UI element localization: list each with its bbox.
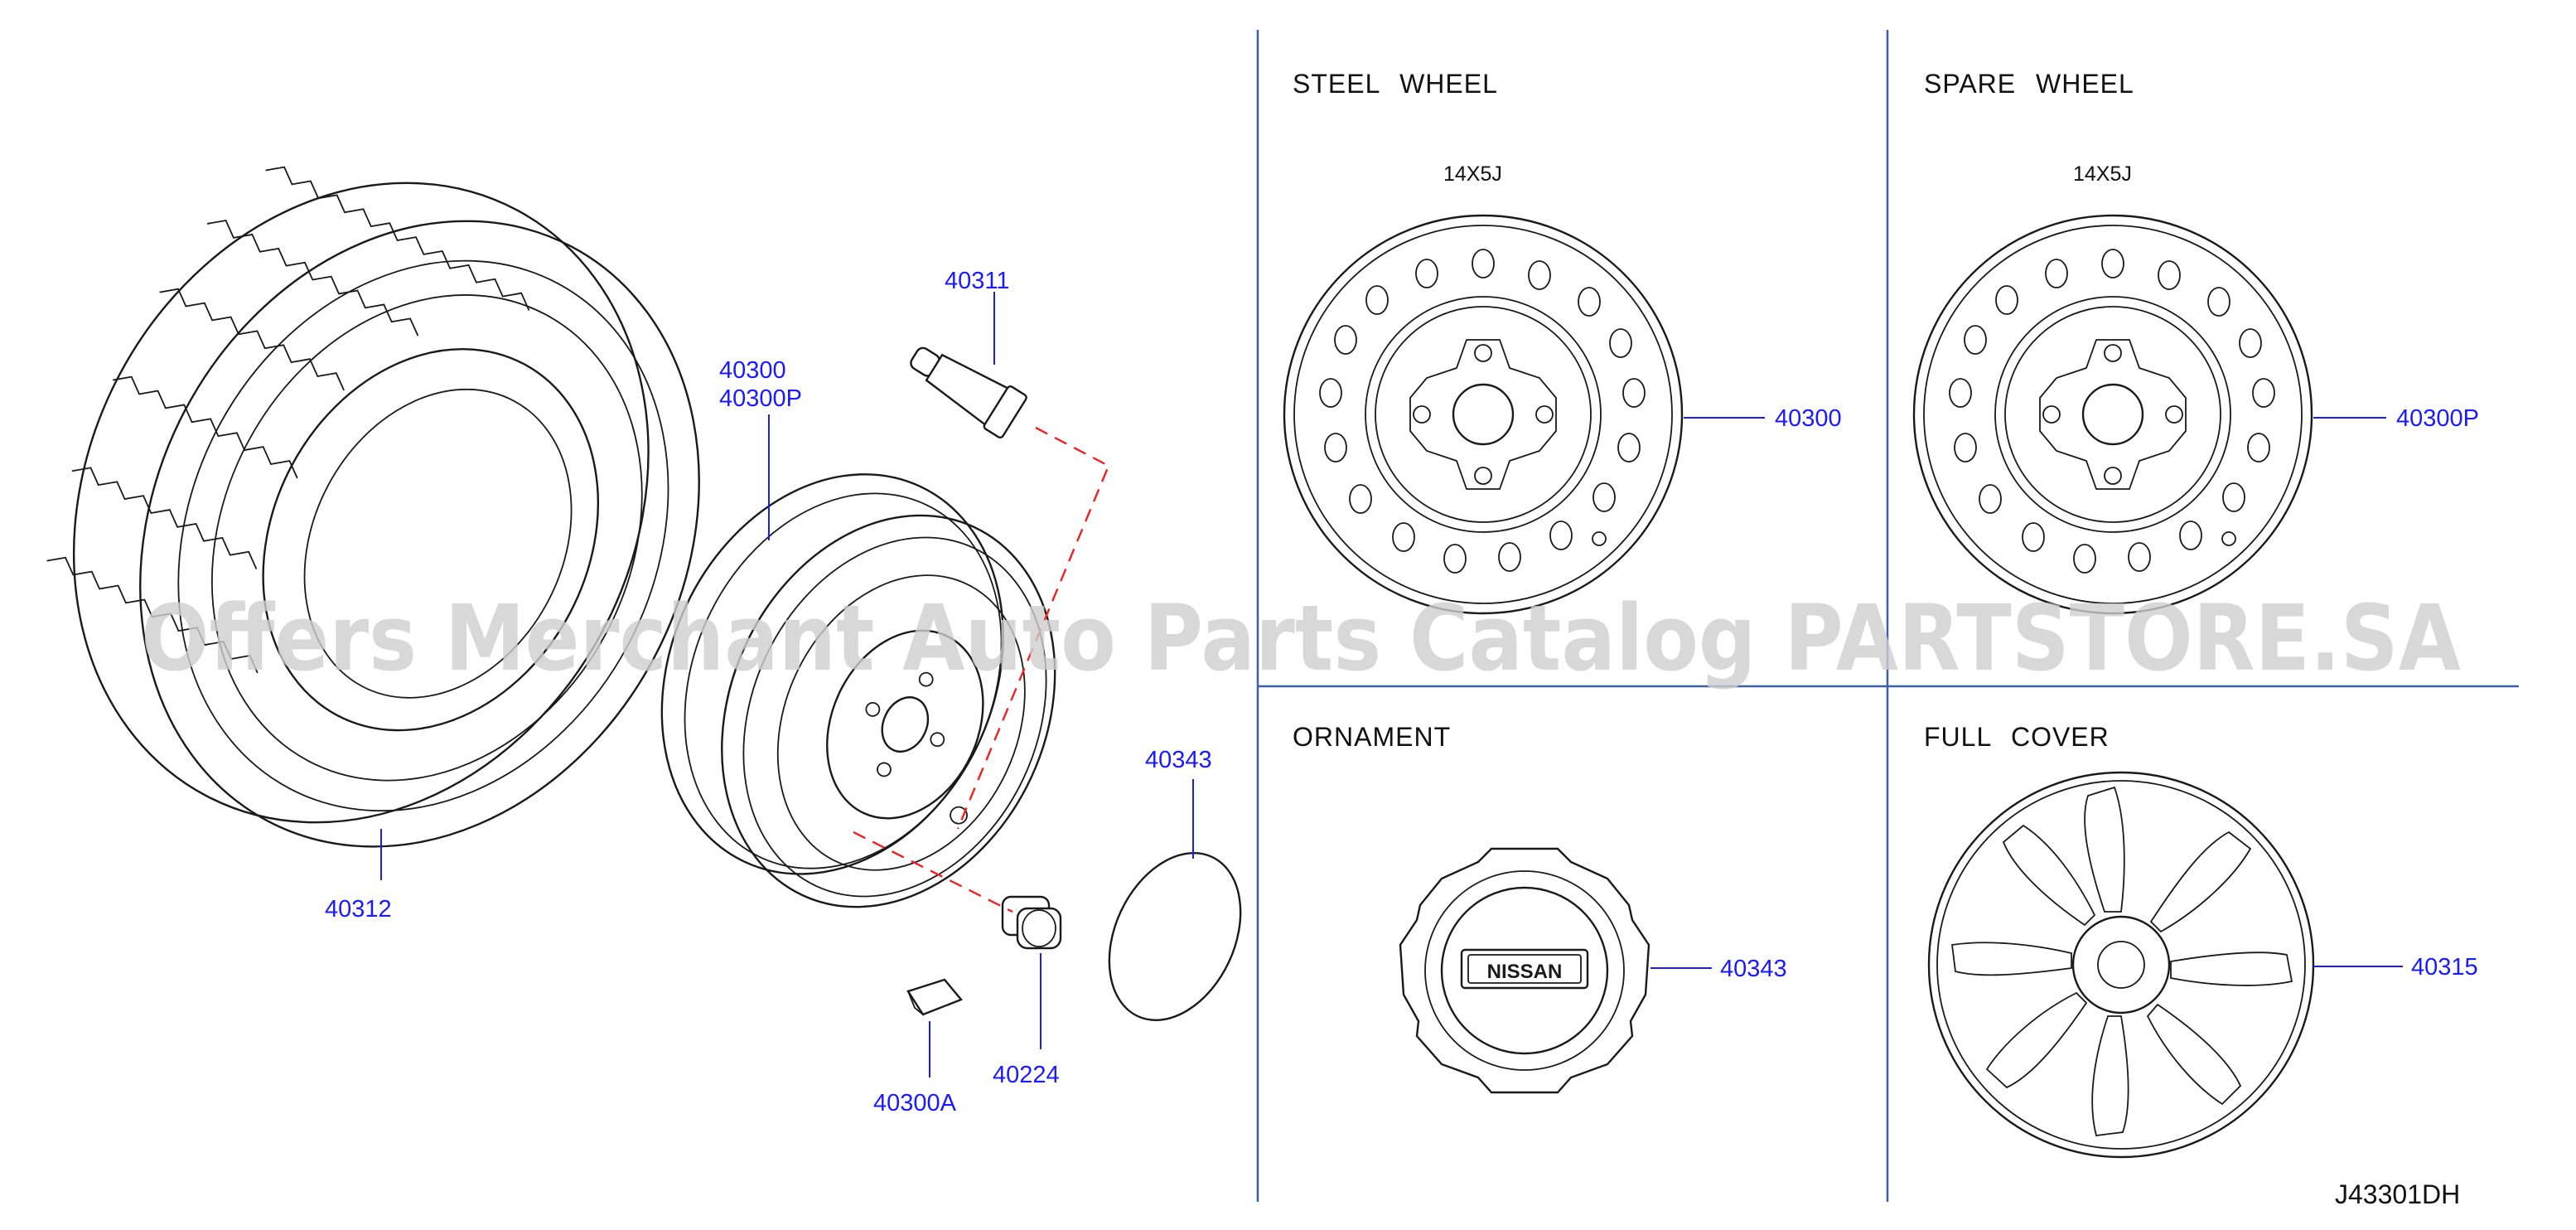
- section-title-full-cover: FULL COVER: [1924, 722, 2110, 752]
- part-label-ornament: 40343: [1720, 956, 1787, 982]
- panel-dividers: [1256, 30, 2519, 1202]
- part-label-wheel-a: 40300: [719, 357, 786, 384]
- nut-drawing: [1001, 895, 1062, 950]
- spare-wheel-drawing: [1912, 214, 2313, 615]
- cap-disc-drawing: [1108, 852, 1242, 1021]
- steel-wheel-drawing: [1283, 214, 1684, 615]
- part-label-wheel-b: 40300P: [719, 385, 802, 412]
- part-label-cap-disc: 40343: [1145, 747, 1212, 773]
- part-label-balance-weight: 40300A: [873, 1090, 957, 1116]
- tire-drawing: [46, 166, 700, 848]
- full-cover-drawing: [1927, 771, 2315, 1159]
- diagram-code: J43301DH: [2335, 1179, 2460, 1209]
- nut-dash-line: [853, 830, 1013, 913]
- wheel-exploded-drawing: [660, 473, 1056, 908]
- size-label-spare: 14X5J: [2073, 162, 2132, 186]
- part-label-full-cover: 40315: [2411, 954, 2478, 981]
- section-title-steel-wheel: STEEL WHEEL: [1293, 69, 1498, 99]
- watermark-text: Offers Merchant Auto Parts Catalog PARTS…: [141, 585, 2461, 691]
- part-label-nut: 40224: [993, 1062, 1060, 1088]
- part-label-steel-wheel: 40300: [1775, 405, 1842, 432]
- valve-drawing: [910, 346, 1027, 439]
- valve-dash-line: [956, 426, 1110, 830]
- ornament-logo-text: NISSAN: [1487, 961, 1563, 983]
- size-label-steel: 14X5J: [1443, 162, 1502, 186]
- part-label-spare-wheel: 40300P: [2396, 405, 2479, 432]
- part-label-tire: 40312: [325, 896, 392, 922]
- ornament-drawing: NISSAN: [1399, 847, 1650, 1094]
- section-title-spare-wheel: SPARE WHEEL: [1924, 69, 2134, 99]
- part-label-valve: 40311: [945, 268, 1010, 294]
- balance-weight-drawing: [906, 978, 963, 1016]
- section-title-ornament: ORNAMENT: [1293, 722, 1451, 752]
